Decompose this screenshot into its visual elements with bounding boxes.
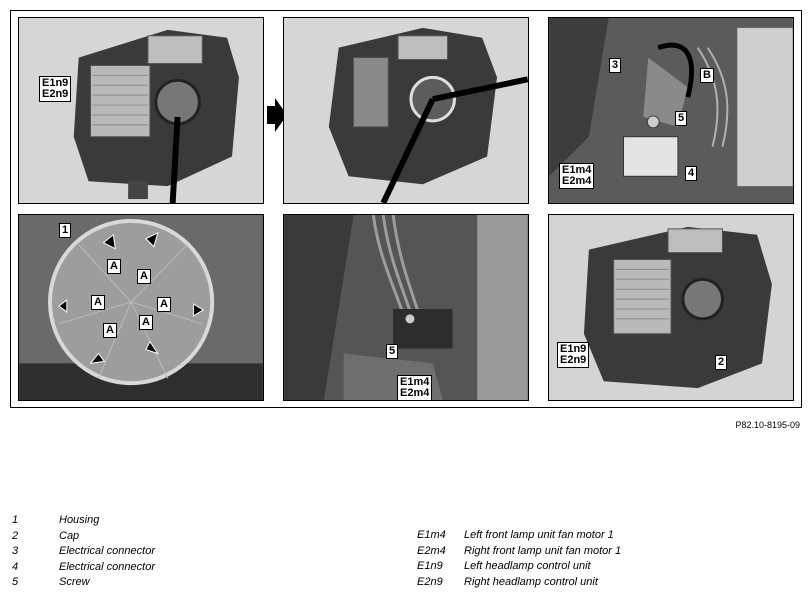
photo-headlamp-rear: E1n9 E2n9 xyxy=(18,17,264,204)
photo-fan-motor-screw: 5 E1m4 E2m4 xyxy=(283,214,529,401)
label-e1n9-e2n9: E1n9 E2n9 xyxy=(39,76,72,102)
label-a: A xyxy=(139,315,153,330)
photo-connector-closeup: 3 B 5 E1m4 E2m4 4 xyxy=(548,17,794,204)
photo-cap-locks: 1 A A A A A A xyxy=(18,214,264,401)
label-a: A xyxy=(103,323,117,338)
fan-motor-illustration xyxy=(284,215,528,400)
label-e1m4-e2m4: E1m4 E2m4 xyxy=(397,375,433,400)
headlamp-open-illustration xyxy=(284,18,528,203)
figure-reference: P82.10-8195-09 xyxy=(735,420,800,430)
cap-illustration xyxy=(19,215,263,400)
arrow-right-icon xyxy=(267,98,287,132)
photo-headlamp-assembled: E1n9 E2n9 2 xyxy=(548,214,794,401)
headlamp-rear-illustration xyxy=(19,18,263,203)
label-5: 5 xyxy=(675,111,688,126)
label-a: A xyxy=(157,297,171,312)
label-1: 1 xyxy=(59,223,72,238)
label-b: B xyxy=(700,68,714,83)
label-5: 5 xyxy=(386,344,399,359)
label-4: 4 xyxy=(685,166,698,181)
headlamp-assembled-illustration xyxy=(549,215,793,400)
label-e1m4-e2m4: E1m4 E2m4 xyxy=(559,163,595,189)
label-3: 3 xyxy=(609,58,622,73)
label-a: A xyxy=(137,269,151,284)
label-e1n9-e2n9: E1n9 E2n9 xyxy=(557,342,590,368)
photo-headlamp-cap-removed xyxy=(283,17,529,204)
label-a: A xyxy=(107,259,121,274)
label-2: 2 xyxy=(715,355,728,370)
label-a: A xyxy=(91,295,105,310)
